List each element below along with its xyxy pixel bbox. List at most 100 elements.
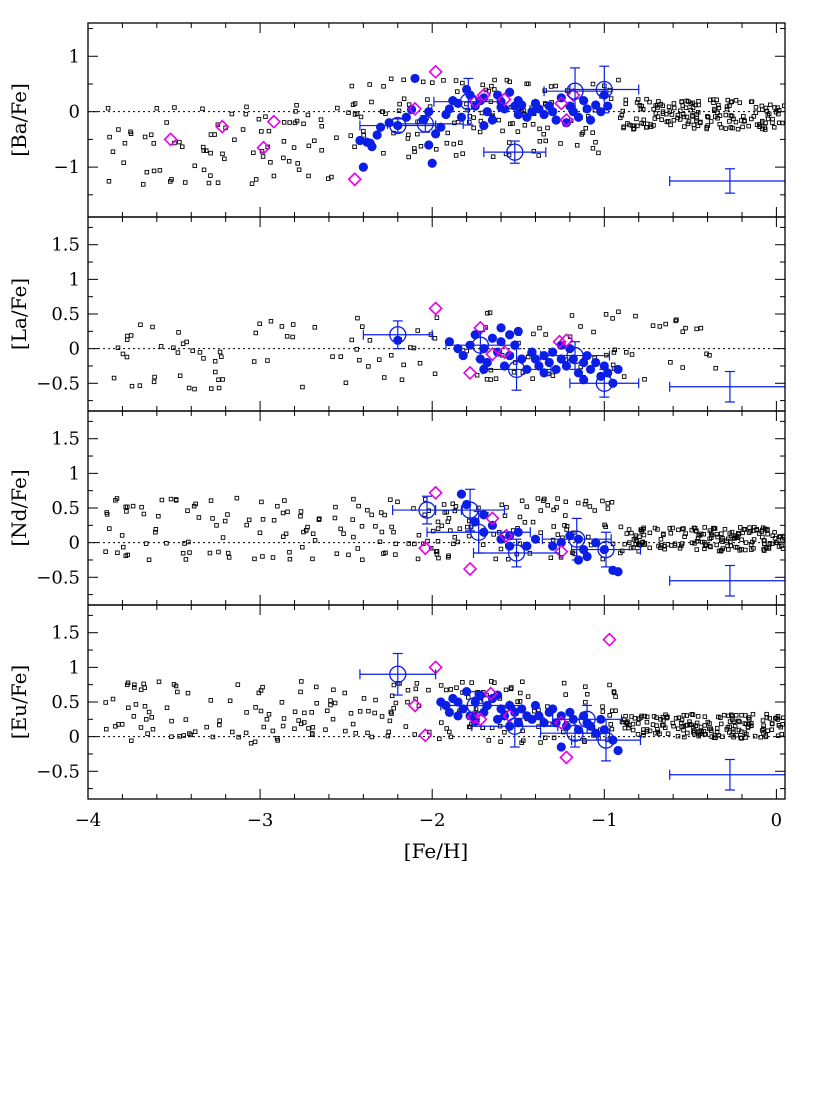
field-star-point bbox=[111, 375, 117, 381]
field-star-point bbox=[672, 541, 678, 547]
field-star-point bbox=[232, 137, 237, 143]
field-star-point bbox=[193, 501, 198, 507]
field-star-point bbox=[253, 177, 259, 182]
open-point bbox=[597, 540, 615, 559]
field-star-point bbox=[740, 124, 745, 130]
field-star-point bbox=[381, 84, 386, 89]
y-tick-label: 1 bbox=[69, 463, 80, 484]
field-star-point bbox=[184, 339, 189, 345]
field-star-point bbox=[452, 508, 458, 514]
sample-star-point bbox=[358, 162, 368, 172]
field-star-point bbox=[681, 712, 687, 718]
field-star-point bbox=[627, 722, 632, 728]
field-star-point bbox=[648, 122, 653, 127]
field-star-point bbox=[760, 126, 765, 132]
field-star-point bbox=[477, 129, 483, 135]
field-star-point bbox=[377, 539, 383, 545]
field-star-point bbox=[105, 106, 111, 111]
field-star-point bbox=[201, 167, 207, 173]
field-star-point bbox=[480, 542, 486, 547]
field-star-point bbox=[122, 140, 128, 146]
field-star-point bbox=[150, 726, 156, 732]
field-star-point bbox=[129, 383, 135, 389]
field-star-point bbox=[164, 705, 170, 710]
field-star-point bbox=[150, 324, 155, 330]
open-point bbox=[416, 115, 434, 133]
sample-star-point bbox=[591, 100, 601, 110]
y-tick-label: 0 bbox=[69, 727, 80, 748]
field-star-point bbox=[639, 713, 644, 719]
field-star-point bbox=[260, 554, 265, 559]
field-star-point bbox=[690, 113, 695, 118]
field-star-point bbox=[391, 705, 396, 711]
sample-star-point bbox=[591, 357, 601, 368]
sample-star-point bbox=[534, 361, 544, 371]
field-star-point bbox=[680, 112, 686, 117]
sample-star-point bbox=[522, 541, 532, 551]
field-star-point bbox=[525, 694, 531, 699]
field-star-point bbox=[766, 111, 772, 116]
sample-star-point bbox=[527, 347, 537, 357]
y-tick-label: −0.5 bbox=[36, 761, 80, 782]
field-star-point bbox=[602, 522, 607, 528]
field-star-point bbox=[253, 330, 259, 336]
field-star-point bbox=[121, 160, 126, 165]
field-star-point bbox=[725, 97, 731, 103]
field-star-point bbox=[124, 354, 130, 360]
field-star-point bbox=[448, 734, 454, 740]
field-star-point bbox=[369, 734, 375, 740]
field-star-point bbox=[401, 362, 406, 368]
diamond-point bbox=[485, 511, 500, 526]
field-star-point bbox=[635, 732, 641, 737]
field-star-point bbox=[206, 180, 212, 186]
field-star-point bbox=[694, 112, 699, 117]
field-star-point bbox=[705, 114, 710, 119]
field-star-point bbox=[702, 714, 708, 719]
field-star-point bbox=[115, 550, 120, 556]
field-star-point bbox=[353, 731, 358, 736]
field-star-point bbox=[148, 132, 154, 137]
field-star-point bbox=[123, 553, 129, 559]
field-star-point bbox=[712, 108, 717, 113]
field-star-point bbox=[227, 698, 233, 703]
field-star-point bbox=[110, 696, 116, 702]
field-star-point bbox=[177, 734, 182, 739]
field-star-point bbox=[752, 733, 758, 739]
diamond-point bbox=[559, 750, 574, 765]
field-star-point bbox=[724, 104, 730, 109]
field-star-point bbox=[647, 530, 653, 536]
sample-star-point bbox=[375, 122, 386, 132]
field-star-point bbox=[696, 532, 701, 538]
field-star-point bbox=[707, 536, 712, 542]
sample-star-point bbox=[444, 707, 455, 717]
field-star-point bbox=[295, 161, 300, 166]
field-star-point bbox=[662, 543, 667, 549]
field-star-point bbox=[243, 730, 249, 736]
field-star-point bbox=[761, 547, 766, 552]
y-tick-label: 0.5 bbox=[51, 692, 80, 713]
field-star-point bbox=[515, 699, 520, 704]
field-star-point bbox=[412, 149, 417, 154]
field-star-point bbox=[328, 702, 333, 708]
field-star-point bbox=[216, 385, 222, 391]
field-star-point bbox=[156, 679, 162, 685]
field-star-point bbox=[630, 123, 635, 128]
open-point bbox=[568, 530, 586, 548]
field-star-point bbox=[126, 705, 131, 711]
field-star-point bbox=[506, 556, 511, 562]
field-star-point bbox=[358, 114, 364, 120]
field-star-point bbox=[708, 119, 714, 124]
field-star-point bbox=[220, 535, 226, 540]
field-star-point bbox=[607, 682, 612, 688]
field-star-point bbox=[451, 141, 457, 147]
field-star-point bbox=[624, 350, 629, 355]
field-star-point bbox=[435, 526, 441, 531]
field-star-point bbox=[756, 122, 762, 127]
field-star-point bbox=[209, 386, 214, 391]
field-star-point bbox=[690, 712, 696, 718]
field-star-point bbox=[471, 125, 476, 131]
sample-star-point bbox=[479, 93, 489, 103]
field-star-point bbox=[760, 718, 766, 723]
